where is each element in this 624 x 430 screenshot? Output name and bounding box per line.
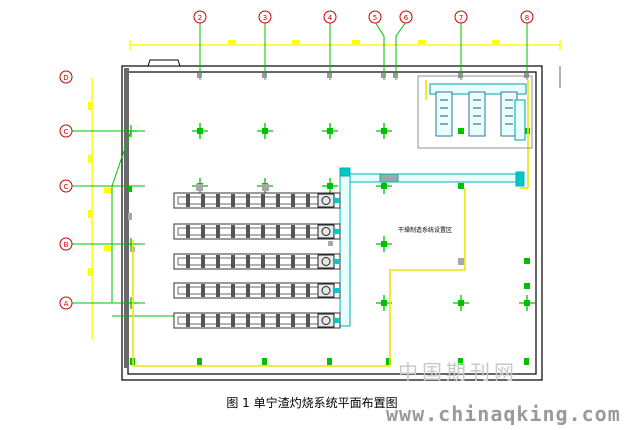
row-axis-labels: D C C B A — [63, 74, 68, 308]
axis-bubble-5 — [368, 10, 382, 24]
vertical-duct — [339, 171, 351, 327]
yellow-partitions — [132, 80, 529, 367]
column-markers — [128, 128, 530, 365]
axis-bubble-a — [59, 296, 73, 310]
furnace-row — [173, 192, 341, 209]
axis-bubble-3 — [258, 10, 272, 24]
axis-bubble-c2 — [59, 179, 73, 193]
axis-label-3: 3 — [263, 14, 267, 22]
figure-caption: 图 1 单宁渣灼烧系统平面布置图 — [226, 396, 398, 410]
furnace-row — [173, 253, 341, 270]
watermark-url: www.chinaqking.com — [386, 402, 621, 426]
axis-label-c2: C — [64, 183, 69, 191]
column-axis-lines — [199, 21, 528, 80]
column-axis-bubbles — [193, 10, 534, 24]
furnace-row — [173, 223, 341, 240]
top-dimension-ticks — [228, 40, 500, 44]
axis-bubble-8 — [520, 10, 534, 24]
axis-bubble-2 — [193, 10, 207, 24]
horizontal-duct — [349, 173, 519, 183]
top-dimension-strip — [129, 40, 561, 50]
left-dimension-ticks — [88, 102, 112, 276]
row-axis-lines — [70, 130, 175, 317]
axis-bubble-7 — [454, 10, 468, 24]
axis-label-d: D — [63, 74, 68, 82]
axis-bubble-b — [59, 237, 73, 251]
axis-label-6: 6 — [404, 14, 409, 22]
duct-system — [339, 167, 525, 327]
furnace-rows — [173, 192, 341, 329]
furnace-row — [173, 282, 341, 299]
axis-label-7: 7 — [459, 14, 463, 22]
inner-area-label: 干燥制造系统设置区 — [398, 226, 452, 234]
dryer-equipment — [417, 75, 533, 149]
top-wall-markers — [197, 73, 529, 78]
axis-bubble-4 — [323, 10, 337, 24]
axis-bubble-6 — [399, 10, 413, 24]
roof-vent — [147, 59, 181, 67]
watermark-site-name: 中国期刊网 — [398, 360, 518, 384]
row-axis-bubbles — [59, 70, 73, 310]
axis-label-c1: C — [64, 128, 69, 136]
axis-label-4: 4 — [328, 14, 333, 22]
axis-label-5: 5 — [373, 14, 377, 22]
axis-label-2: 2 — [198, 14, 202, 22]
left-wall-fill — [124, 68, 129, 368]
axis-label-8: 8 — [525, 14, 529, 22]
furnace-row — [173, 312, 341, 329]
column-axis-labels: 2 3 4 5 6 7 8 — [198, 14, 529, 22]
axis-label-a: A — [64, 300, 69, 308]
axis-bubble-d — [59, 70, 73, 84]
axis-bubble-c1 — [59, 124, 73, 138]
axis-label-b: B — [64, 241, 69, 249]
